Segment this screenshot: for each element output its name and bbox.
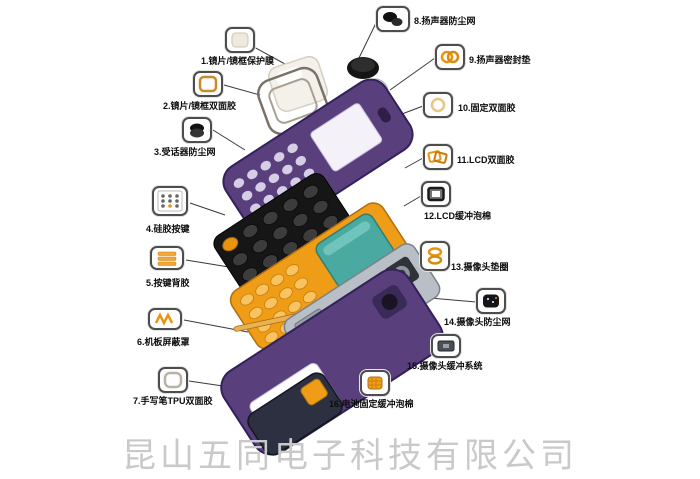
part-icon-box-6 bbox=[148, 308, 182, 330]
speaker-gasket-icon bbox=[440, 50, 460, 64]
part-label-10: 10.固定双面胶 bbox=[458, 103, 516, 113]
part-icon-box-8 bbox=[376, 6, 410, 32]
fixing-adhesive-icon bbox=[430, 97, 446, 113]
part-label-5: 5.按键背胶 bbox=[146, 278, 190, 288]
part-label-15: 15.摄像头缓冲系统 bbox=[407, 361, 483, 371]
battery-cover-layer bbox=[247, 372, 343, 456]
part-label-4: 4.硅胶按键 bbox=[146, 224, 190, 234]
part-label-16: 16.电池固定缓冲泡棉 bbox=[329, 399, 414, 409]
stylus-tpu-adhesive-icon bbox=[163, 371, 183, 389]
camera-mesh-icon bbox=[483, 294, 499, 308]
part-label-8: 8.扬声器防尘网 bbox=[414, 16, 476, 26]
part-icon-box-4 bbox=[152, 186, 188, 216]
lcd-adhesive-icon bbox=[427, 150, 448, 164]
camera-buffer-icon bbox=[437, 340, 455, 352]
keypad-mat-layer bbox=[213, 173, 351, 291]
part-label-6: 6.机板屏蔽罩 bbox=[137, 337, 190, 347]
front-cover-layer bbox=[222, 78, 414, 238]
part-icon-box-9 bbox=[435, 44, 465, 70]
part-icon-box-1 bbox=[225, 27, 255, 53]
company-watermark: 昆山五同电子科技有限公司 bbox=[122, 437, 578, 475]
part-icon-box-16 bbox=[360, 370, 390, 396]
part-icon-box-2 bbox=[193, 71, 223, 97]
part-label-11: 11.LCD双面胶 bbox=[457, 155, 515, 165]
part-label-2: 2.镜片/镜框双面胶 bbox=[163, 101, 237, 111]
part-icon-box-12 bbox=[421, 181, 451, 207]
receiver-mesh-icon bbox=[190, 123, 204, 138]
part-icon-box-11 bbox=[423, 144, 453, 170]
silicone-keypad-icon bbox=[157, 190, 183, 212]
part-label-13: 13.摄像头垫圈 bbox=[451, 262, 509, 272]
battery-foam-icon bbox=[367, 376, 383, 390]
speaker-mesh-icon bbox=[383, 12, 403, 26]
keypad-adhesive-icon bbox=[157, 251, 177, 266]
part-label-12: 12.LCD缓冲泡棉 bbox=[424, 211, 492, 221]
board-shield-icon bbox=[154, 312, 174, 326]
part-label-1: 1.镜片/镜框保护膜 bbox=[201, 56, 275, 66]
part-icon-box-15 bbox=[431, 334, 461, 358]
part-label-7: 7.手写笔TPU双面胶 bbox=[133, 396, 213, 406]
lcd-foam-icon bbox=[427, 186, 445, 202]
part-icon-box-13 bbox=[420, 241, 450, 271]
part-icon-box-10 bbox=[423, 92, 453, 118]
part-label-9: 9.扬声器密封垫 bbox=[469, 55, 531, 65]
part-icon-box-3 bbox=[182, 117, 212, 143]
part-label-14: 14.摄像头防尘网 bbox=[444, 317, 511, 327]
part-icon-box-7 bbox=[158, 367, 188, 393]
part-label-3: 3.受话器防尘网 bbox=[154, 147, 216, 157]
camera-gasket-icon bbox=[427, 247, 443, 265]
part-icon-box-5 bbox=[150, 246, 184, 270]
frame-adhesive-icon bbox=[198, 75, 218, 93]
part-icon-box-14 bbox=[476, 288, 506, 314]
protective-film-icon bbox=[231, 32, 249, 48]
flex-keypad-layer bbox=[229, 202, 411, 350]
